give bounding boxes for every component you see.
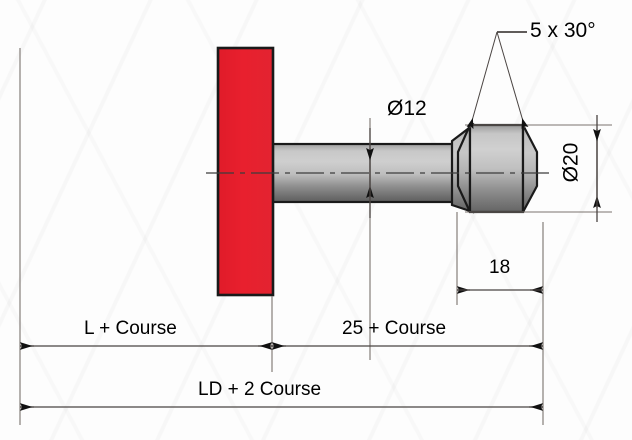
- head-diameter-label: Ø20: [559, 142, 583, 183]
- octagonal-head: [456, 123, 539, 214]
- chamfer-note-label: 5 x 30°: [530, 19, 596, 42]
- part-geometry: [206, 46, 555, 297]
- shaft-diameter-label: Ø12: [387, 97, 427, 120]
- extension-lines: [19, 48, 612, 425]
- dimension-lines: [20, 115, 601, 411]
- total-length-label: LD + 2 Course: [198, 379, 322, 400]
- shaft-length-label: 25 + Course: [342, 318, 447, 339]
- chamfer-leader-lines: [466, 31, 529, 130]
- red-flange: [216, 46, 275, 297]
- flange-length-label: L + Course: [84, 318, 177, 339]
- head-length-label: 18: [489, 257, 511, 278]
